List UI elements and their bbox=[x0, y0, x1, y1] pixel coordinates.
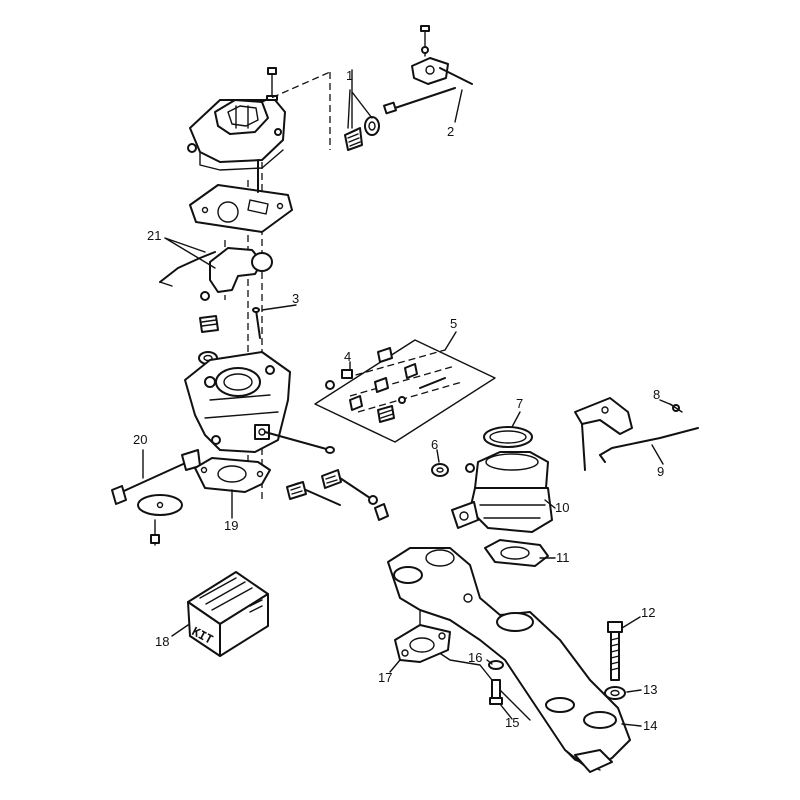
callout-6: 6 bbox=[431, 437, 438, 452]
kit-parts-box bbox=[314, 339, 496, 443]
intake-manifold bbox=[387, 547, 631, 773]
small-check-parts bbox=[325, 369, 353, 390]
choke-shaft bbox=[111, 449, 201, 546]
pin-part bbox=[252, 307, 261, 339]
callout-18: 18 bbox=[155, 634, 169, 649]
callout-17: 17 bbox=[378, 670, 392, 685]
callout-3: 3 bbox=[292, 291, 299, 306]
throttle-lever bbox=[574, 397, 699, 471]
carburetor-body bbox=[184, 351, 291, 453]
right-carb-gasket bbox=[484, 539, 549, 567]
float-assembly bbox=[159, 247, 273, 301]
callout-19: 19 bbox=[224, 518, 238, 533]
cover-screw bbox=[266, 67, 278, 101]
right-carburetor bbox=[451, 426, 553, 533]
callout-13: 13 bbox=[643, 682, 657, 697]
callout-21: 21 bbox=[147, 228, 161, 243]
callout-7: 7 bbox=[516, 396, 523, 411]
callout-20: 20 bbox=[133, 432, 147, 447]
pump-spring-assembly bbox=[344, 116, 380, 151]
callout-10: 10 bbox=[555, 500, 569, 515]
callout-15: 15 bbox=[505, 715, 519, 730]
callout-2: 2 bbox=[447, 124, 454, 139]
callout-11: 11 bbox=[556, 550, 570, 565]
manifold-bolt bbox=[604, 621, 626, 700]
idle-screws bbox=[264, 431, 389, 521]
callout-9: 9 bbox=[657, 464, 664, 479]
top-gasket bbox=[189, 184, 293, 233]
callout-12: 12 bbox=[641, 605, 655, 620]
manifold-gasket bbox=[394, 624, 451, 663]
base-gasket bbox=[194, 457, 271, 493]
washer-part bbox=[431, 463, 449, 477]
callout-8: 8 bbox=[653, 387, 660, 402]
air-horn-cover bbox=[187, 99, 286, 171]
callout-14: 14 bbox=[643, 718, 657, 733]
callout-16: 16 bbox=[468, 650, 482, 665]
callout-4: 4 bbox=[344, 349, 351, 364]
callout-5: 5 bbox=[450, 316, 457, 331]
callout-1: 1 bbox=[346, 68, 353, 83]
kit-box bbox=[187, 571, 269, 657]
pump-lever bbox=[383, 25, 473, 115]
stud-and-washer bbox=[488, 660, 504, 705]
needle-seat bbox=[198, 315, 219, 365]
